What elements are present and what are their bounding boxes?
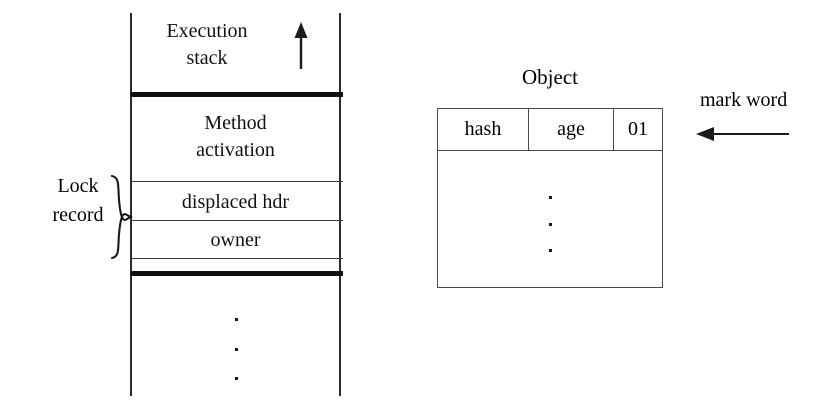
lock-record-label-line1: Lock (57, 175, 99, 197)
dot (548, 249, 552, 252)
arrow-up-icon (294, 22, 308, 69)
stack-frame-top-boundary (130, 92, 343, 97)
object-cell-divider-1 (528, 108, 529, 150)
mark-word-annotation-label: mark word (700, 89, 788, 111)
lock-record-label-line2: record (52, 204, 104, 226)
object-field-lock-bits: 01 (628, 118, 648, 140)
execution-stack-column (130, 13, 341, 396)
object-mark-word-row-boundary (437, 150, 663, 151)
stack-slot-displaced-hdr-label: displaced hdr (181, 191, 290, 213)
method-activation-line1: Method (204, 112, 267, 134)
method-activation-line2: activation (196, 139, 275, 161)
object-title: Object (522, 65, 578, 89)
execution-stack-label-line1: Execution (166, 20, 248, 42)
stack-frame-method-activation-label: Method activation (131, 110, 340, 164)
object-body-dots (548, 196, 552, 252)
dot (234, 377, 238, 380)
object-field-hash: hash (464, 118, 502, 140)
dot (548, 196, 552, 199)
object-field-age: age (557, 118, 585, 140)
execution-stack-label: Execution stack (132, 18, 282, 72)
arrow-left-icon (696, 127, 789, 141)
execution-stack-label-line2: stack (186, 47, 228, 69)
curly-brace-right-icon (110, 174, 133, 260)
stack-frame-bottom-boundary (130, 271, 343, 276)
dot (234, 318, 238, 321)
object-cell-divider-2 (613, 108, 614, 150)
stack-rule-above-displaced-hdr (130, 181, 343, 182)
stack-continuation-dots (234, 318, 238, 380)
object-box (437, 108, 663, 288)
stack-rule-above-owner (130, 220, 343, 221)
dot (548, 222, 552, 226)
dot (234, 347, 238, 351)
lock-record-label: Lock record (22, 172, 134, 230)
stack-rule-below-owner (130, 258, 343, 259)
stack-slot-owner-label: owner (210, 229, 261, 251)
